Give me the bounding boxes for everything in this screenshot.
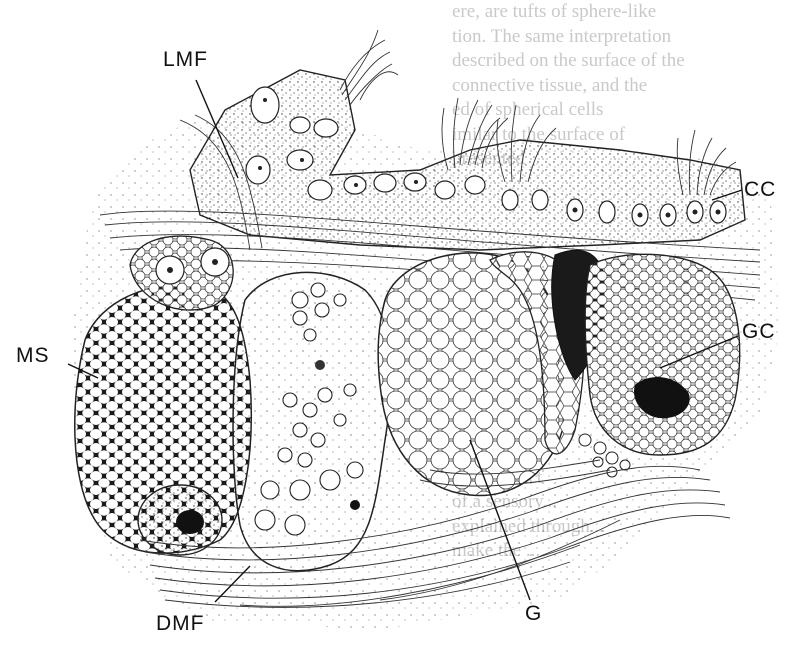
label-gc: GC (742, 320, 776, 343)
label-dmf: DMF (156, 612, 205, 635)
gc-gland (585, 254, 740, 455)
label-ms: MS (16, 344, 50, 367)
label-cc: CC (744, 178, 776, 201)
label-lmf: LMF (163, 48, 208, 71)
label-g: G (525, 602, 542, 625)
